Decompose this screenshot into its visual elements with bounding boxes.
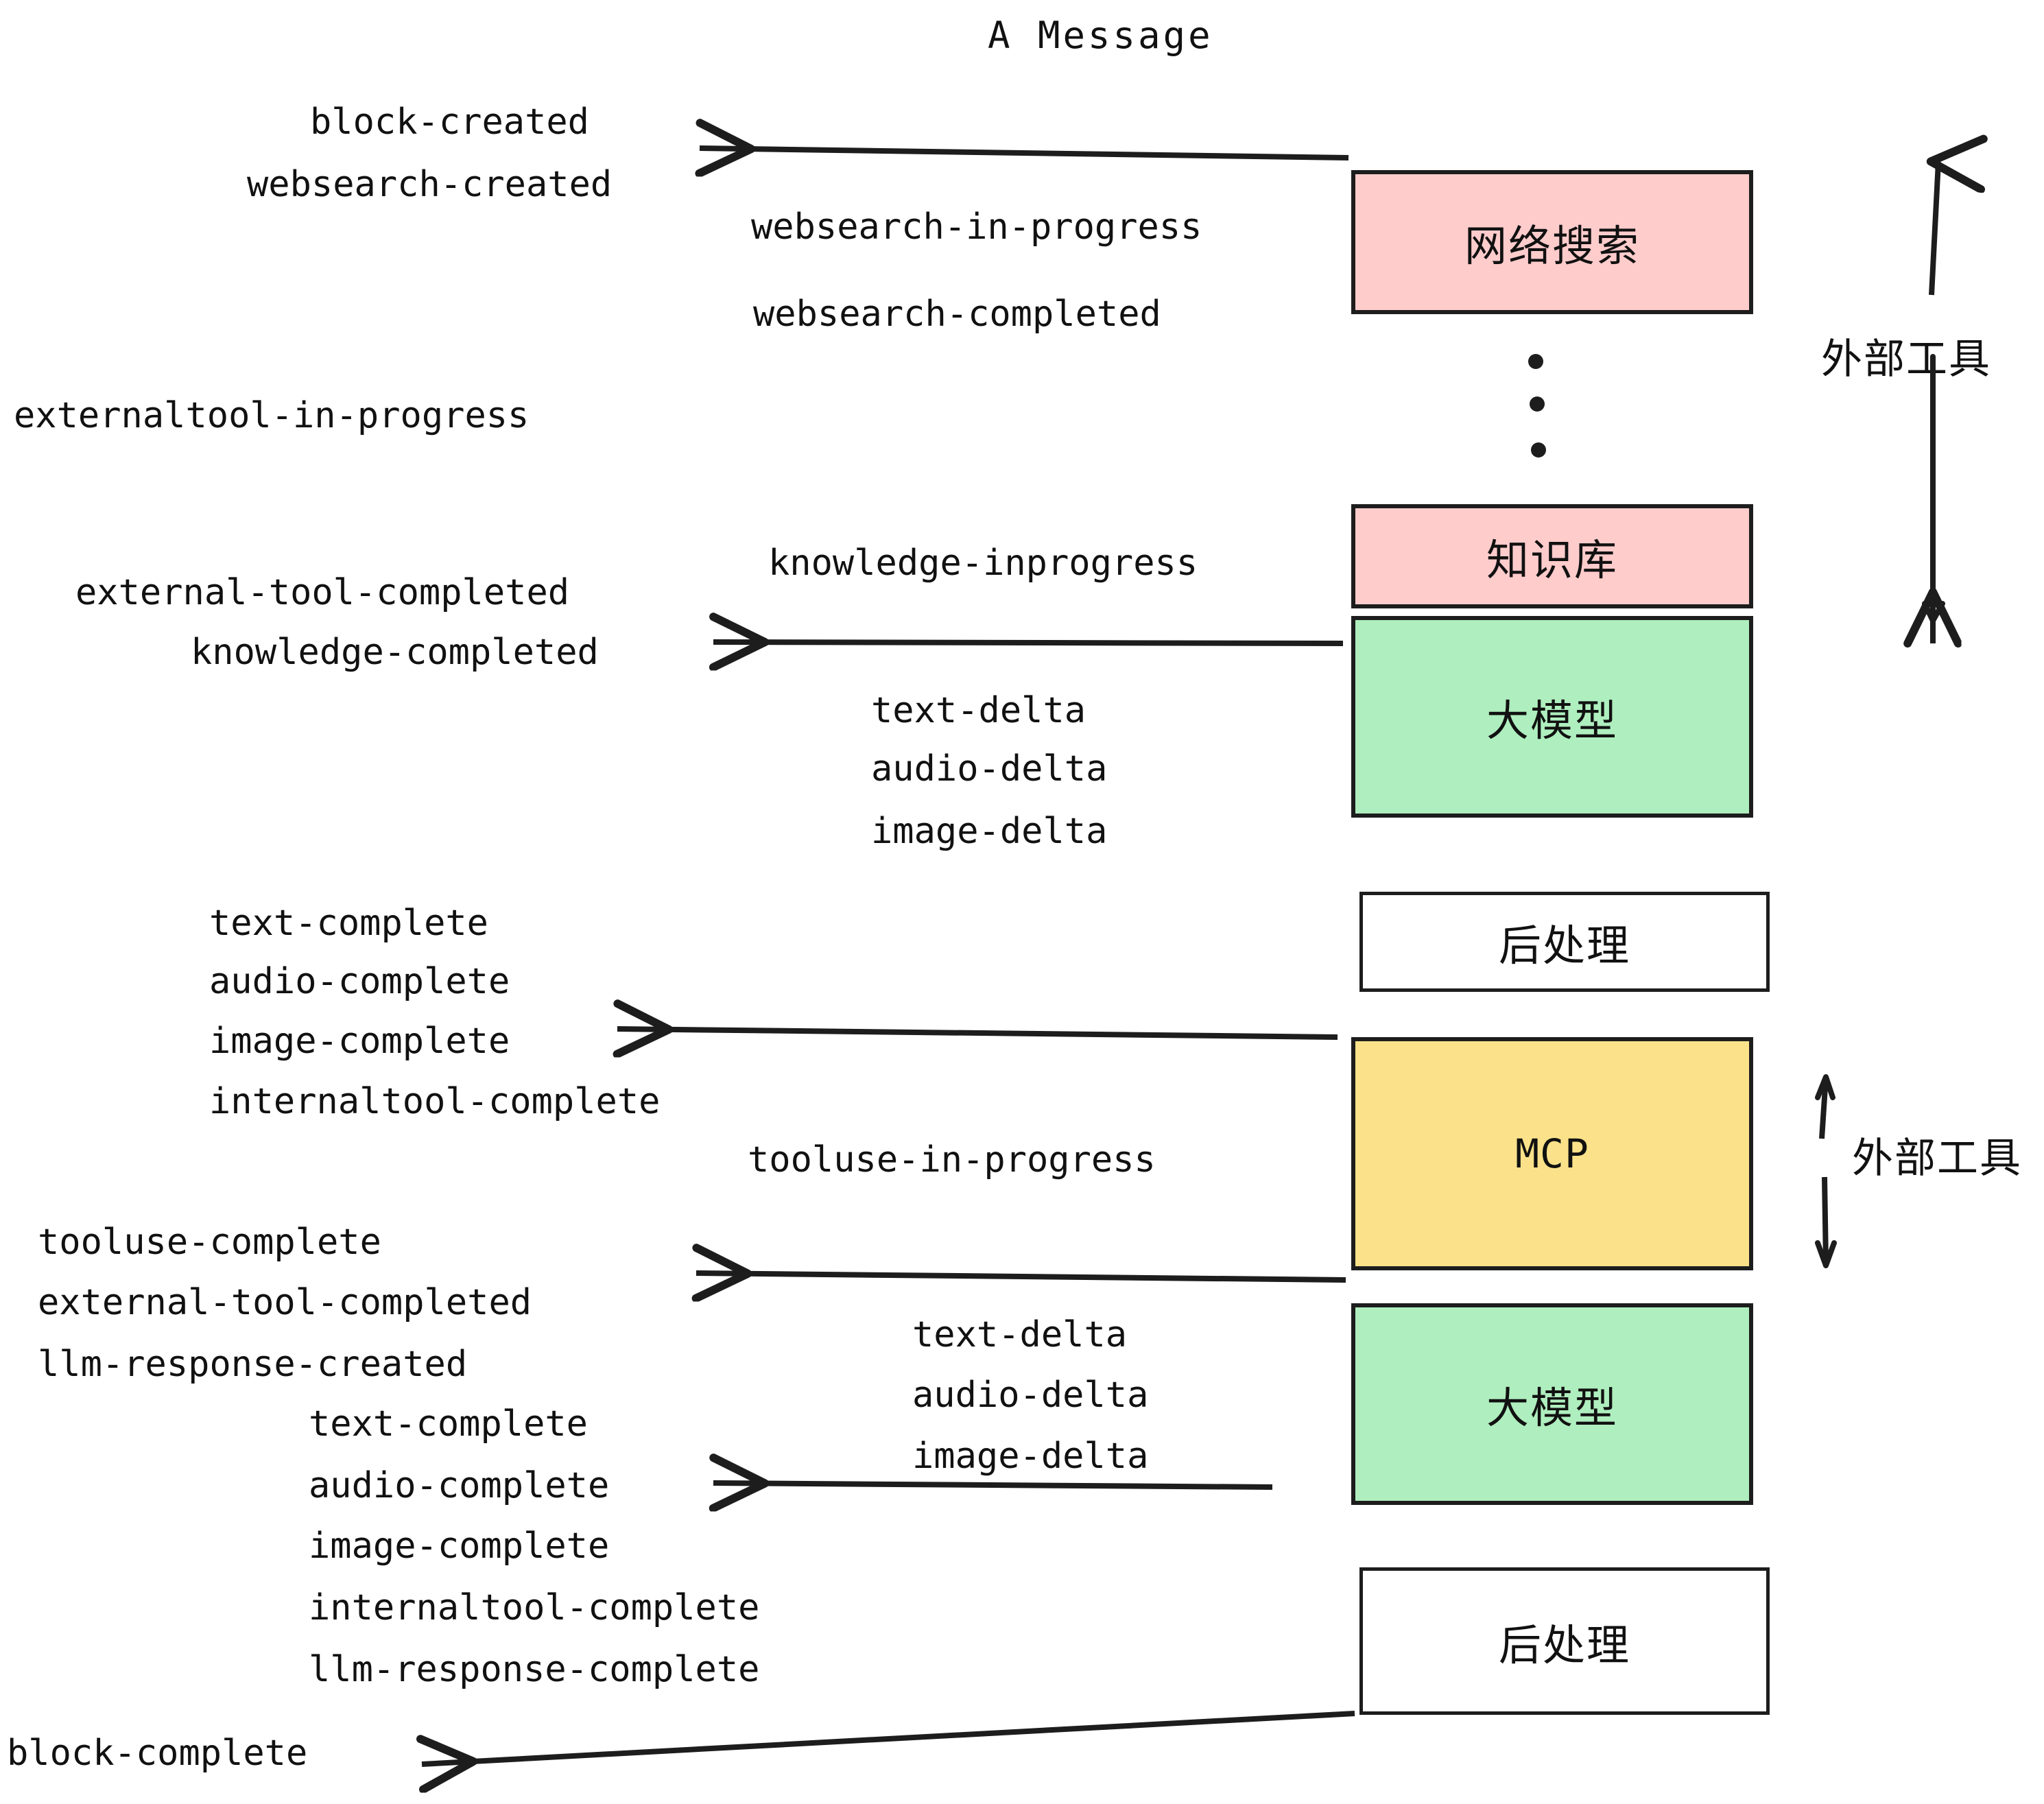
ellipsis-dot-2 <box>1530 396 1545 412</box>
event-text-complete-1: text-complete <box>209 903 488 944</box>
event-text-delta-2: text-delta <box>912 1314 1128 1355</box>
arrow-external-tool-lower-down-head <box>1815 1240 1837 1268</box>
event-block-complete: block-complete <box>7 1733 308 1774</box>
arrow-knowledge-completed <box>713 642 1344 643</box>
box-knowledge-label: 知识库 <box>1486 535 1618 585</box>
arrow-external-tool-lower-down <box>1822 1176 1829 1263</box>
arrow-external-tool-upper-up <box>1932 162 1938 296</box>
arrow-image-complete <box>617 1029 1338 1037</box>
box-llm-lower[interactable]: 大模型 <box>1351 1303 1753 1505</box>
event-tooluse-complete: tooluse-complete <box>38 1222 381 1263</box>
arrow-tooluse-complete <box>696 1273 1346 1280</box>
event-block-created: block-created <box>310 102 589 143</box>
box-postprocess-2[interactable]: 后处理 <box>1359 1567 1770 1715</box>
event-llm-response-created: llm-response-created <box>38 1344 468 1385</box>
box-websearch-label: 网络搜索 <box>1464 221 1640 271</box>
arrow-block-complete <box>422 1711 1355 1764</box>
event-tooluse-in-progress: tooluse-in-progress <box>748 1139 1156 1180</box>
event-external-tool-completed-2: external-tool-completed <box>38 1282 532 1323</box>
event-internaltool-complete-1: internaltool-complete <box>209 1081 661 1122</box>
event-image-delta-1: image-delta <box>871 811 1108 852</box>
event-websearch-completed: websearch-completed <box>753 294 1161 335</box>
event-internaltool-complete-2: internaltool-complete <box>309 1587 760 1628</box>
box-postprocess-1-label: 后处理 <box>1498 921 1630 971</box>
box-postprocess-1[interactable]: 后处理 <box>1359 892 1770 992</box>
event-externaltool-in-progress: externaltool-in-progress <box>14 395 530 436</box>
event-text-delta-1: text-delta <box>871 690 1086 731</box>
ellipsis-dot-3 <box>1531 442 1546 458</box>
box-websearch[interactable]: 网络搜索 <box>1351 170 1753 314</box>
box-mcp[interactable]: MCP <box>1351 1037 1753 1270</box>
event-audio-complete-2: audio-complete <box>309 1465 610 1506</box>
event-audio-delta-1: audio-delta <box>871 748 1108 790</box>
box-mcp-label: MCP <box>1515 1130 1589 1177</box>
event-knowledge-completed: knowledge-completed <box>191 632 599 673</box>
event-llm-response-complete: llm-response-complete <box>309 1649 760 1690</box>
event-audio-complete-1: audio-complete <box>209 961 510 1002</box>
event-external-tool-completed-1: external-tool-completed <box>75 572 570 613</box>
arrow-external-tool-lower-up <box>1819 1076 1829 1139</box>
box-llm-lower-label: 大模型 <box>1486 1383 1618 1433</box>
box-knowledge[interactable]: 知识库 <box>1351 504 1753 608</box>
ellipsis-dot-1 <box>1528 354 1543 369</box>
box-postprocess-2-label: 后处理 <box>1498 1619 1630 1670</box>
arrow-websearch-created <box>700 148 1349 158</box>
event-image-complete-2: image-complete <box>309 1526 610 1567</box>
arrow-external-tool-lower-up-head <box>1815 1074 1835 1100</box>
event-websearch-created: websearch-created <box>247 164 613 205</box>
side-label-external-tool-upper: 外部工具 <box>1821 335 1991 383</box>
box-llm-upper-label: 大模型 <box>1486 696 1618 746</box>
event-text-complete-2: text-complete <box>309 1403 588 1445</box>
event-knowledge-inprogress: knowledge-inprogress <box>768 543 1198 584</box>
box-llm-upper[interactable]: 大模型 <box>1351 616 1753 818</box>
event-image-complete-1: image-complete <box>209 1021 510 1062</box>
event-audio-delta-2: audio-delta <box>912 1375 1149 1416</box>
side-label-external-tool-lower: 外部工具 <box>1852 1135 2022 1183</box>
arrow-external-tool-upper-down-head <box>1922 354 1945 624</box>
event-websearch-in-progress: websearch-in-progress <box>751 206 1202 248</box>
arrow-audio-complete <box>713 1483 1273 1487</box>
event-image-delta-2: image-delta <box>912 1436 1149 1477</box>
diagram-title: A Message <box>988 14 1213 57</box>
